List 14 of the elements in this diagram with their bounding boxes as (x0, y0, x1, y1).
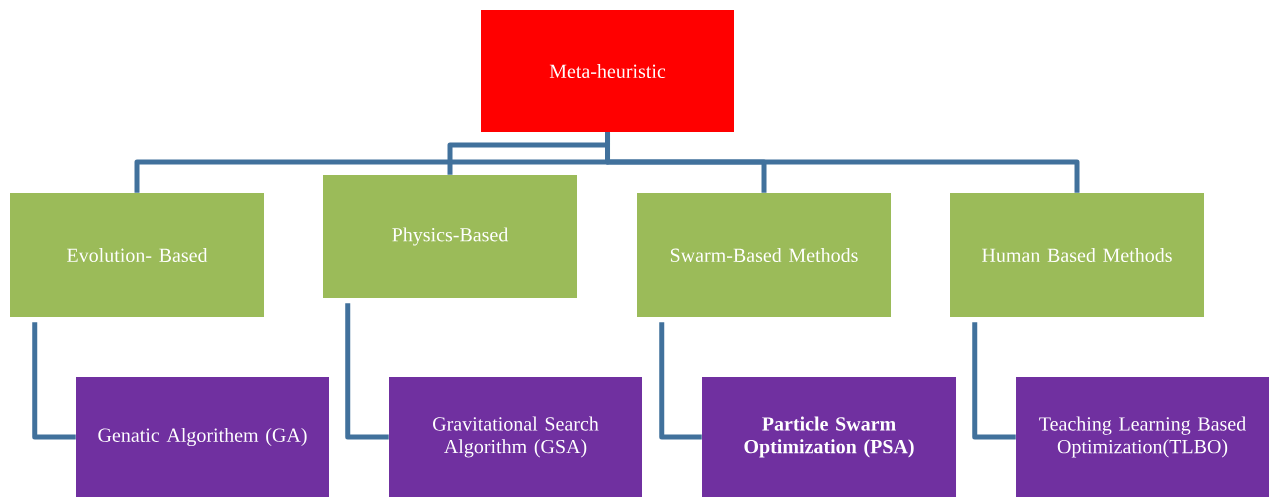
category-box: Human Based Methods (950, 193, 1204, 317)
connector (972, 322, 1016, 440)
category-box: Evolution- Based (10, 193, 264, 317)
category-box: Swarm-Based Methods (637, 193, 891, 317)
root-box: Meta-heuristic (481, 10, 734, 132)
algorithm-box: Teaching Learning Based Optimization(TLBO) (1016, 377, 1269, 497)
connector (605, 132, 1080, 193)
connector (659, 322, 702, 440)
connector (32, 322, 76, 440)
algorithm-box: Gravitational Search Algorithm (GSA) (389, 377, 642, 497)
connector (345, 303, 389, 440)
algorithm-box: Genatic Algorithem (GA) (76, 377, 329, 497)
algorithm-box: Particle Swarm Optimization (PSA) (702, 377, 956, 497)
category-box: Physics-Based (323, 175, 577, 298)
